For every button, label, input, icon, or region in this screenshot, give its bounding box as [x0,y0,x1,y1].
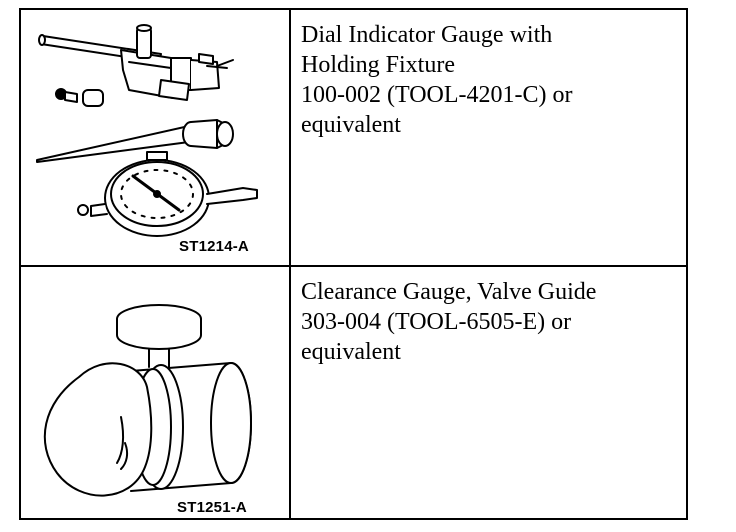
tool-name-line-2: Holding Fixture [301,52,455,78]
illustration-code: ST1214-A [179,238,249,255]
tool-name-line-1: Dial Indicator Gauge with [301,22,553,48]
tool-description: Clearance Gauge, Valve Guide 303-004 (TO… [301,277,678,367]
tool-illustration-cell: ST1214-A [21,10,291,267]
tool-equivalent-note: equivalent [301,112,401,138]
clearance-gauge-icon [43,304,252,497]
tool-description-cell: Clearance Gauge, Valve Guide 303-004 (TO… [291,267,686,518]
tool-number: 100-002 (TOOL-4201-C) or [301,82,573,108]
special-tools-table: ST1214-A Dial Indicator Gauge with Holdi… [19,8,688,520]
tool-number: 303-004 (TOOL-6505-E) or [301,309,572,335]
illustration-code: ST1251-A [177,499,247,516]
tool-description-cell: Dial Indicator Gauge with Holding Fixtur… [291,10,686,267]
tool-name-line-1: Clearance Gauge, Valve Guide [301,279,597,305]
dial-indicator-icon [36,24,258,237]
tool-equivalent-note: equivalent [301,339,401,365]
tool-illustration-cell: ST1251-A [21,267,291,518]
tool-description: Dial Indicator Gauge with Holding Fixtur… [301,20,678,140]
